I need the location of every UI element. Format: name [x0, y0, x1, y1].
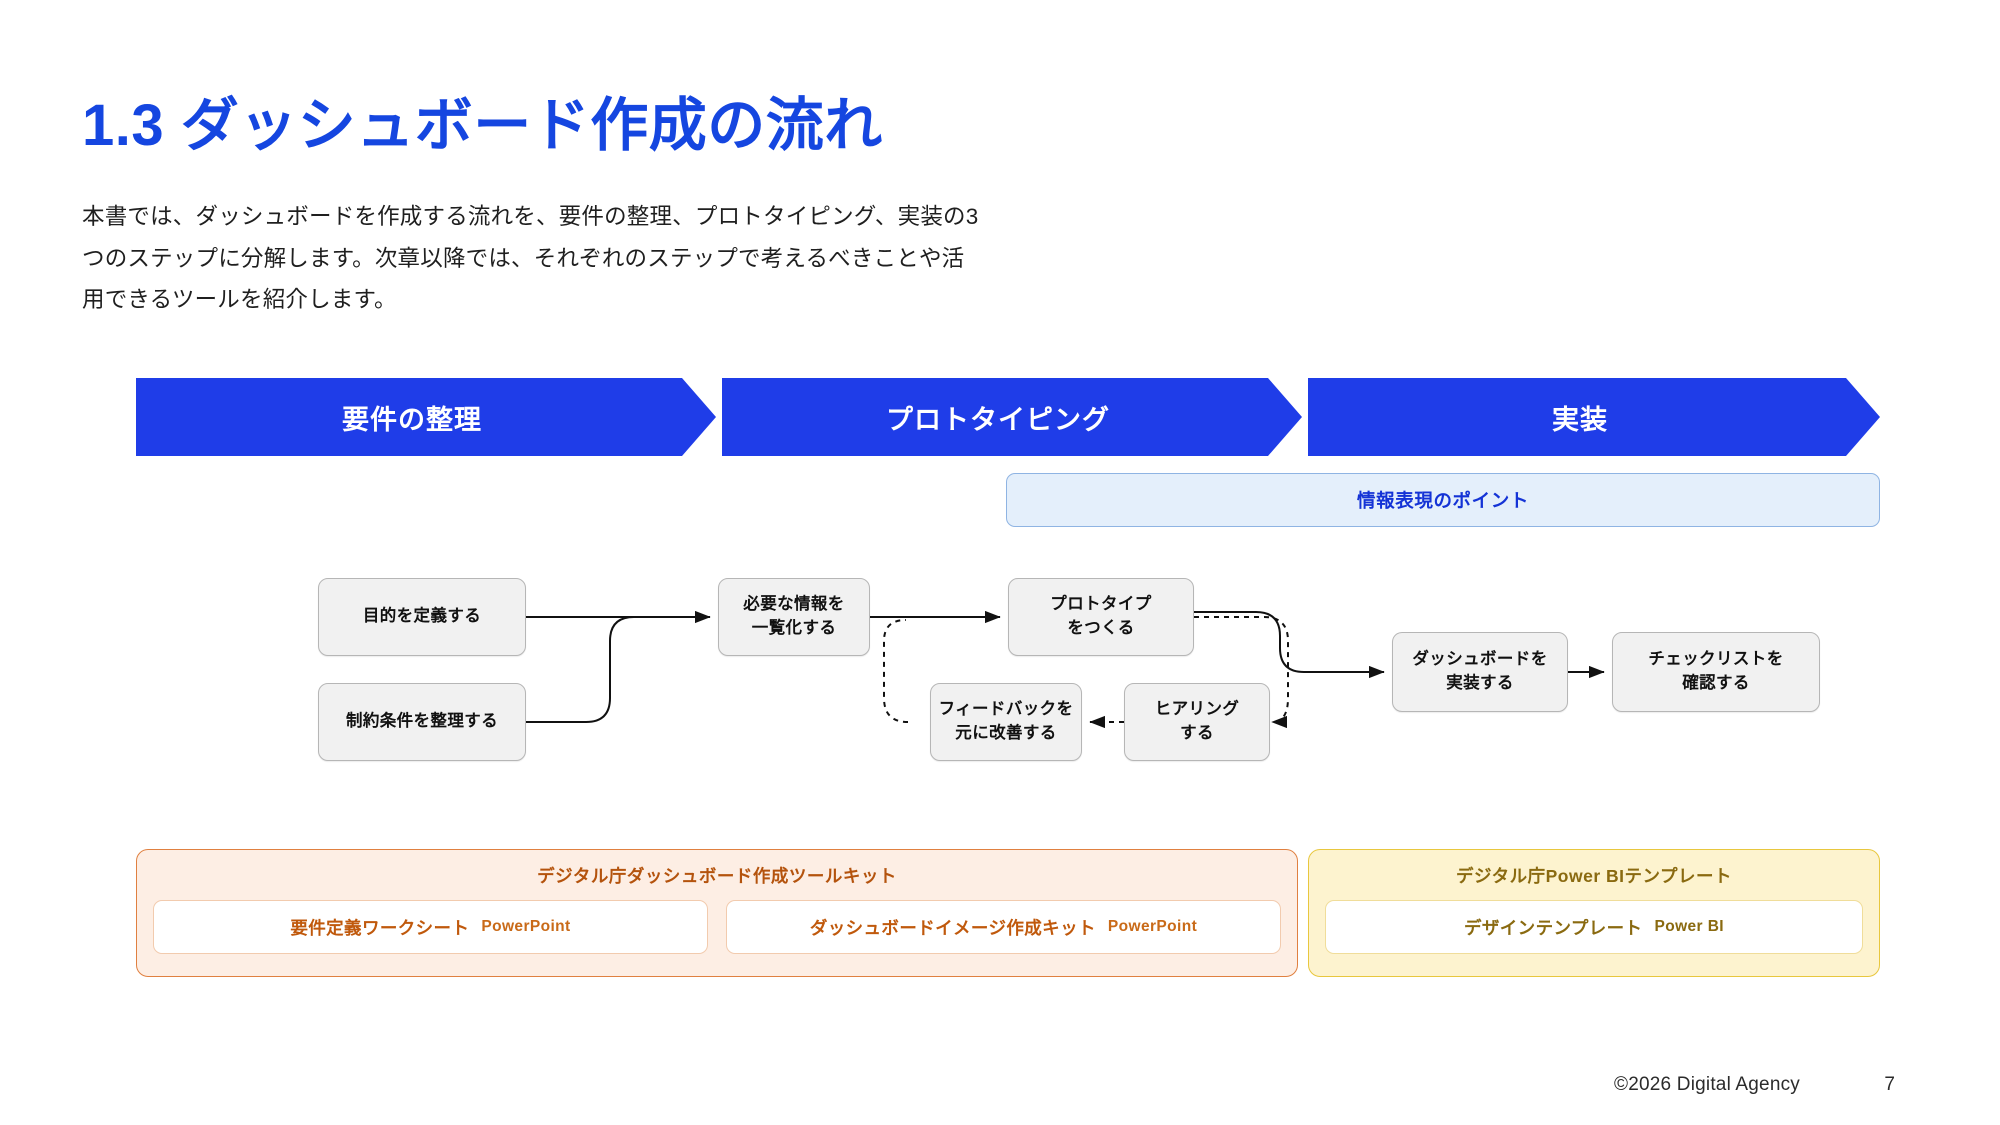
flow-node-line2: 一覧化する — [751, 619, 837, 637]
flow-node-check-checklist[interactable]: チェックリストを 確認する — [1612, 632, 1820, 712]
resource-card-title: デジタル庁ダッシュボード作成ツールキット — [537, 865, 897, 886]
flow-node-label: チェックリストを 確認する — [1648, 648, 1783, 696]
flow-node-line2: 実装する — [1446, 674, 1514, 692]
resource-chip-name: 要件定義ワークシート — [290, 917, 470, 938]
resource-chip-design-template[interactable]: デザインテンプレート Power BI — [1325, 900, 1863, 954]
flow-node-line2: する — [1180, 724, 1214, 742]
flow-node-label: 制約条件を整理する — [345, 712, 499, 731]
step-banner-label: プロトタイピング — [886, 404, 1110, 435]
flow-node-line1: ヒアリング — [1154, 700, 1240, 719]
flow-node-label: ダッシュボードを 実装する — [1412, 648, 1547, 696]
flow-node-line1: プロトタイプ — [1050, 595, 1152, 614]
footer-page-number: 7 — [1884, 1074, 1895, 1095]
resource-chip-row: デザインテンプレート Power BI — [1309, 900, 1879, 970]
resource-chip-dashboard-image-kit[interactable]: ダッシュボードイメージ作成キット PowerPoint — [726, 900, 1281, 954]
info-bar-label: 情報表現のポイント — [1357, 490, 1529, 511]
resource-card-title: デジタル庁Power BIテンプレート — [1455, 865, 1732, 886]
flow-node-line2: をつくる — [1067, 619, 1135, 637]
lead-paragraph: 本書では、ダッシュボードを作成する流れを、要件の整理、プロトタイピング、実装の3… — [82, 204, 979, 313]
flow-node-list-information[interactable]: 必要な情報を 一覧化する — [718, 578, 870, 656]
flow-node-label: プロトタイプ をつくる — [1050, 593, 1151, 641]
resource-chip-requirements-worksheet[interactable]: 要件定義ワークシート PowerPoint — [153, 900, 708, 954]
resource-card-toolkit: デジタル庁ダッシュボード作成ツールキット 要件定義ワークシート PowerPoi… — [136, 849, 1298, 977]
step-banner-implementation: 実装 — [1308, 378, 1880, 456]
flow-node-define-purpose[interactable]: 目的を定義する — [318, 578, 526, 656]
flow-node-create-prototype[interactable]: プロトタイプ をつくる — [1008, 578, 1194, 656]
flow-node-label: 必要な情報を 一覧化する — [743, 593, 844, 641]
page-title: 1.3 ダッシュボード作成の流れ — [82, 93, 883, 158]
resource-chip-tool: Power BI — [1654, 918, 1724, 935]
resource-card-powerbi-template: デジタル庁Power BIテンプレート デザインテンプレート Power BI — [1308, 849, 1880, 977]
flow-node-label: 目的を定義する — [362, 607, 482, 626]
flow-node-organize-constraints[interactable]: 制約条件を整理する — [318, 683, 526, 761]
step-banner-requirements: 要件の整理 — [136, 378, 716, 456]
step-banner-prototyping: プロトタイピング — [722, 378, 1302, 456]
resource-chip-name: デザインテンプレート — [1463, 917, 1643, 938]
flow-node-line2: 確認する — [1682, 674, 1750, 692]
flow-node-line1: ダッシュボードを — [1412, 650, 1548, 669]
flow-node-line2: 元に改善する — [955, 724, 1057, 742]
flow-node-improve-from-feedback[interactable]: フィードバックを 元に改善する — [930, 683, 1082, 761]
footer-copyright: ©2026 Digital Agency — [1614, 1074, 1800, 1095]
resource-chip-row: 要件定義ワークシート PowerPoint ダッシュボードイメージ作成キット P… — [137, 900, 1297, 970]
resource-chip-tool: PowerPoint — [481, 918, 571, 935]
flow-node-label: フィードバックを 元に改善する — [939, 698, 1074, 746]
flow-node-line1: チェックリストを — [1648, 650, 1784, 669]
step-banner-label: 要件の整理 — [342, 404, 482, 435]
step-banner-group: 要件の整理 プロトタイピング 実装 — [0, 378, 2000, 456]
flow-node-line1: 必要な情報を — [743, 595, 845, 614]
resource-chip-tool: PowerPoint — [1107, 918, 1198, 935]
resource-chip-name: ダッシュボードイメージ作成キット — [809, 917, 1096, 938]
flow-node-implement-dashboard[interactable]: ダッシュボードを 実装する — [1392, 632, 1568, 712]
flow-node-line1: フィードバックを — [938, 700, 1074, 719]
info-bar-visual-points: 情報表現のポイント — [1006, 473, 1880, 527]
step-banner-label: 実装 — [1552, 404, 1608, 435]
flow-node-label: ヒアリング する — [1155, 698, 1240, 746]
flow-node-hearing[interactable]: ヒアリング する — [1124, 683, 1270, 761]
